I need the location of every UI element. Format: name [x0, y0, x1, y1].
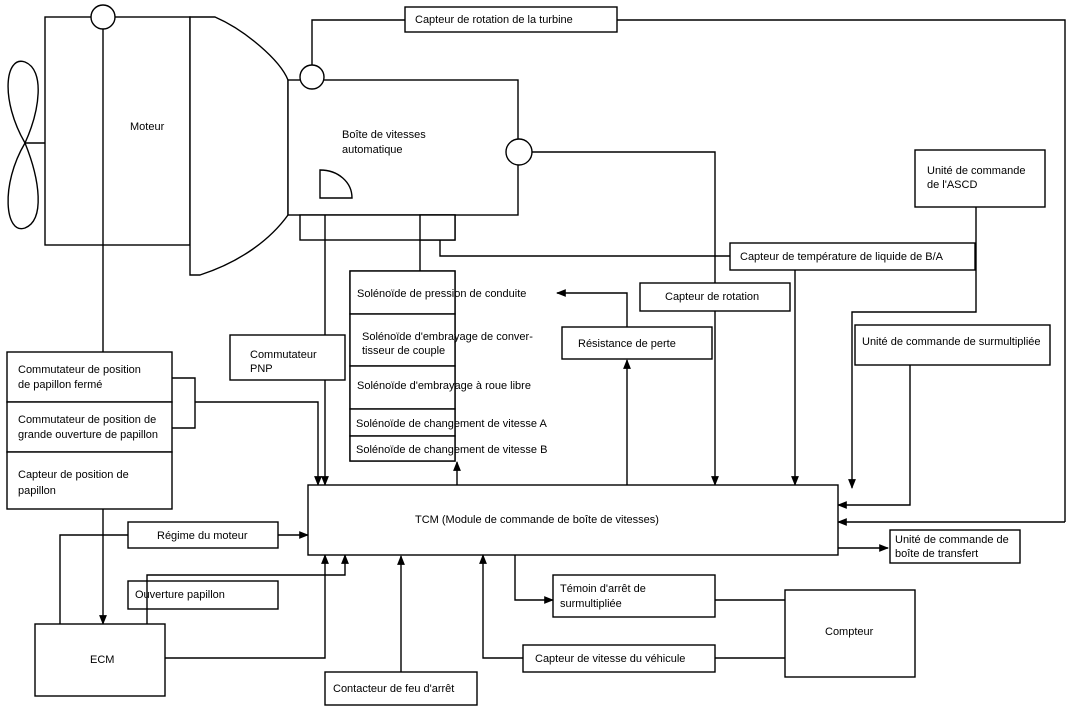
- pnp-label-line2: PNP: [250, 363, 273, 375]
- meter-label: Compteur: [825, 626, 874, 638]
- solenoid-tcc: [349, 313, 456, 367]
- od-lamp-label-line2: surmultipliée: [560, 598, 622, 610]
- engine-label: Moteur: [130, 121, 165, 133]
- transfer-label-line2: boîte de transfert: [895, 548, 978, 560]
- turbine-sensor-box: [404, 6, 618, 33]
- brake-switch-box: [324, 671, 478, 706]
- engine-speed-box: [127, 521, 279, 549]
- engine-block: Moteur: [44, 16, 191, 246]
- sol-overrun-label: Solénoïde d'embrayage à roue libre: [357, 380, 531, 392]
- valve-body-block: [419, 214, 456, 241]
- gear-quadrant-icon: [319, 169, 353, 199]
- rotation-sensor-label: Capteur de rotation: [665, 291, 759, 303]
- gearbox-label-line1: Boîte de vitesses: [342, 129, 426, 141]
- ascd-unit-box: [914, 149, 1046, 208]
- gearbox-block: Boîte de vitesses automatique: [287, 79, 519, 216]
- pnp-switch-box: [229, 334, 346, 381]
- throttle-opening-box: [127, 580, 279, 610]
- closed-throttle-label-line2: de papillon fermé: [18, 379, 102, 391]
- wot-label-line2: grande ouverture de papillon: [18, 429, 158, 441]
- transfer-label-line1: Unité de commande de: [895, 534, 1009, 546]
- throttle-opening-label: Ouverture papillon: [135, 589, 225, 601]
- engine-speed-label: Régime du moteur: [157, 530, 248, 542]
- throttle-sensor-stack: [6, 351, 173, 510]
- fan-icon: [7, 60, 45, 230]
- od-lamp-label-line1: Témoin d'arrêt de: [560, 583, 646, 595]
- ascd-label-line2: de l'ASCD: [927, 179, 977, 191]
- wot-label-line1: Commutateur de position de: [18, 414, 156, 426]
- meter-box: [784, 589, 916, 678]
- rotation-sensor-box: [639, 282, 791, 312]
- dropping-resistor-label: Résistance de perte: [578, 338, 676, 350]
- tcm-label: TCM (Module de commande de boîte de vite…: [415, 514, 659, 526]
- tps-box: [6, 451, 173, 510]
- vss-label: Capteur de vitesse du véhicule: [535, 653, 685, 665]
- sol-shift-b-label: Solénoïde de changement de vitesse B: [356, 444, 547, 456]
- torque-converter-housing: [189, 16, 289, 276]
- wot-switch-box: [6, 401, 173, 453]
- pnp-label-line1: Commutateur: [250, 349, 317, 361]
- closed-throttle-label-line1: Commutateur de position: [18, 364, 141, 376]
- tps-label-line2: papillon: [18, 485, 56, 497]
- sol-tcc-label-line1: Solénoïde d'embrayage de conver-: [362, 331, 533, 343]
- tps-label-line1: Capteur de position de: [18, 469, 129, 481]
- output-sensor-icon: [505, 138, 533, 166]
- overdrive-unit-box: [854, 324, 1051, 366]
- brake-switch-label: Contacteur de feu d'arrêt: [333, 683, 454, 695]
- transfer-unit-box: [889, 529, 1021, 564]
- solenoid-shift-a: [349, 408, 456, 437]
- solenoid-overrun: [349, 365, 456, 410]
- solenoid-stack: [349, 270, 456, 462]
- ascd-label-line1: Unité de commande: [927, 165, 1025, 177]
- gearbox-label-line2: automatique: [342, 144, 403, 156]
- engine-sensor-icon: [90, 4, 116, 30]
- overdrive-label: Unité de commande de surmultipliée: [862, 336, 1041, 348]
- sol-tcc-label-line2: tisseur de couple: [362, 345, 445, 357]
- solenoid-shift-b: [349, 435, 456, 462]
- turbine-sensor-icon: [299, 64, 325, 90]
- ecm-box: [34, 623, 166, 697]
- solenoid-line-pressure: [349, 270, 456, 315]
- sol-line-pressure-label: Solénoïde de pression de conduite: [357, 288, 526, 300]
- od-lamp-box: [552, 574, 716, 618]
- turbine-sensor-label: Capteur de rotation de la turbine: [415, 14, 573, 26]
- sol-shift-a-label: Solénoïde de changement de vitesse A: [356, 418, 547, 430]
- fluid-temp-label: Capteur de température de liquide de B/A: [740, 251, 944, 263]
- ecm-label: ECM: [90, 654, 114, 666]
- closed-throttle-switch-box: [6, 351, 173, 403]
- tcm-box: [307, 484, 839, 556]
- dropping-resistor-box: [561, 326, 713, 360]
